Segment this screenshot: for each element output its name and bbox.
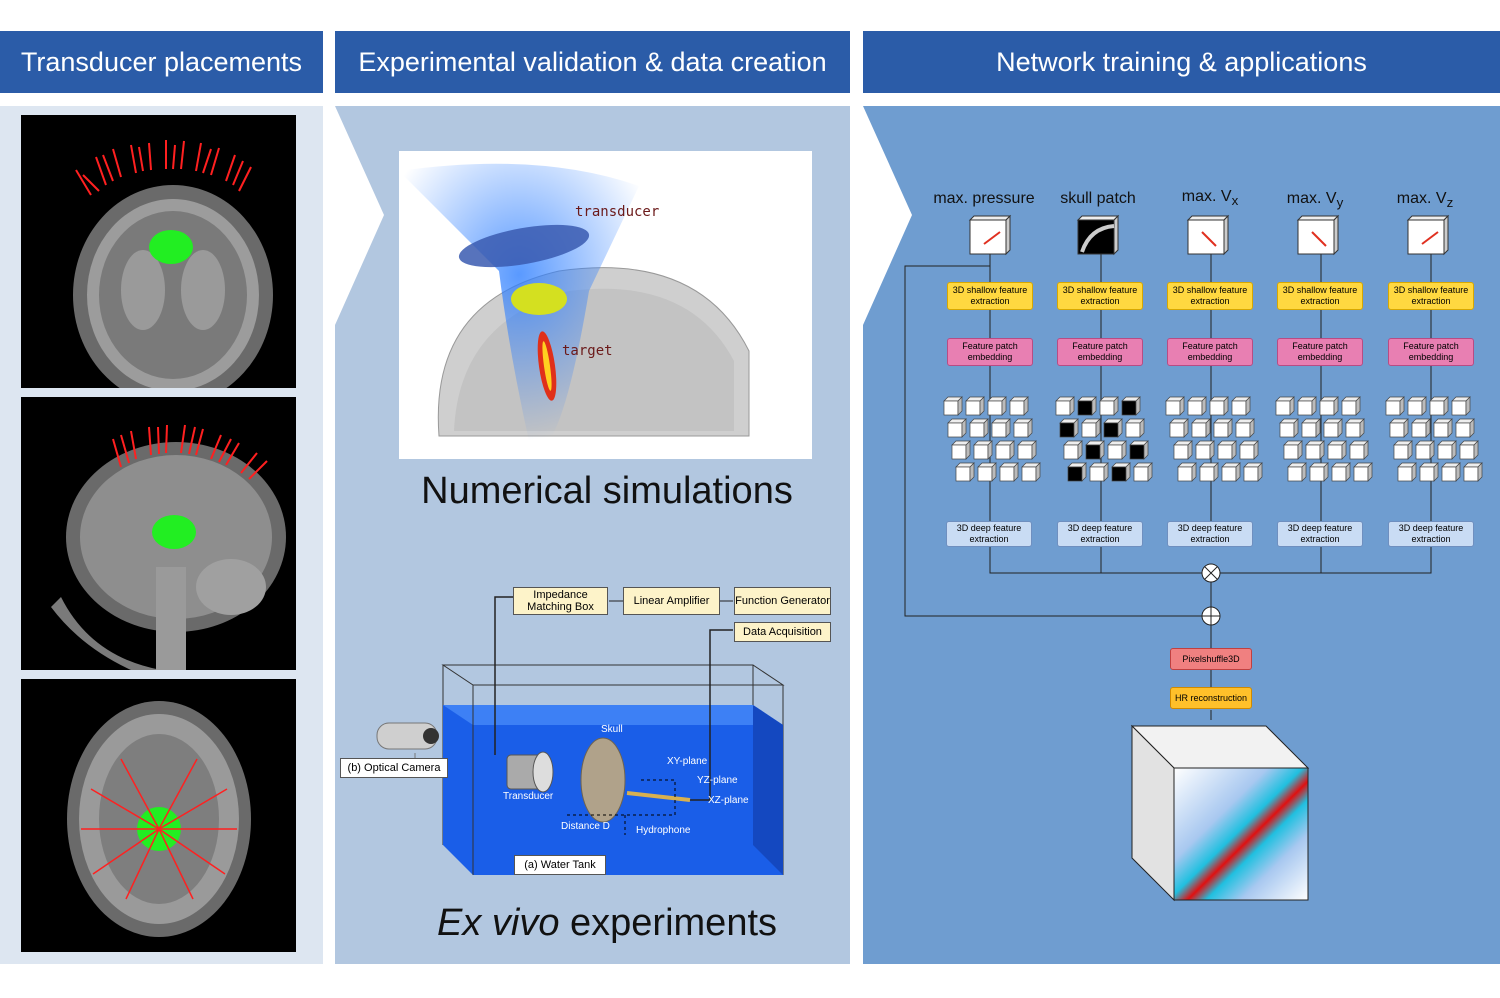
vy-sub: y [1336, 195, 1344, 211]
output-cube [1130, 724, 1310, 902]
mri-coronal [21, 115, 296, 388]
cube-vy [1296, 214, 1340, 256]
numerical-simulations-caption: Numerical simulations [421, 470, 793, 512]
distance-label: Distance D [561, 821, 610, 832]
patch-embedding-3: Feature patch embedding [1277, 338, 1363, 366]
shallow-feature-1: 3D shallow feature extraction [1057, 282, 1143, 310]
col-header-max-pressure: max. pressure [933, 190, 1035, 207]
skull-label: Skull [601, 724, 623, 735]
optical-camera-label: (b) Optical Camera [340, 758, 448, 778]
mri-axial [21, 679, 296, 952]
header-experimental-validation: Experimental validation & data creation [335, 31, 850, 93]
shallow-feature-3: 3D shallow feature extraction [1277, 282, 1363, 310]
yz-plane-label: YZ-plane [697, 775, 738, 786]
deep-feature-3: 3D deep feature extraction [1277, 521, 1363, 547]
cube-vx [1186, 214, 1230, 256]
col-header-max-vy: max. Vy [1260, 190, 1370, 210]
shallow-feature-4: 3D shallow feature extraction [1388, 282, 1474, 310]
patch-grid-3 [1276, 397, 1372, 481]
hr-reconstruction-box: HR reconstruction [1170, 687, 1252, 709]
data-acquisition-box: Data Acquisition [734, 622, 831, 642]
network-lines-lower [1210, 640, 1212, 720]
deep-feature-0: 3D deep feature extraction [946, 521, 1032, 547]
cube-vz [1406, 214, 1450, 256]
cube-pressure [968, 214, 1012, 256]
pixelshuffle-box: Pixelshuffle3D [1170, 648, 1252, 670]
mri-sagittal [21, 397, 296, 670]
deep-feature-1: 3D deep feature extraction [1057, 521, 1143, 547]
xz-plane-label: XZ-plane [708, 795, 749, 806]
patch-embedding-1: Feature patch embedding [1057, 338, 1143, 366]
patch-grid-4 [1386, 397, 1482, 481]
ex-vivo-caption: Ex vivo experiments [347, 902, 867, 945]
ex-vivo-italic: Ex vivo [436, 902, 560, 944]
transducer-label: transducer [575, 204, 660, 220]
vz-title: max. V [1396, 190, 1447, 207]
cube-skull [1076, 214, 1120, 256]
header-transducer-placements: Transducer placements [0, 31, 323, 93]
patch-grid-0 [944, 397, 1040, 481]
patch-grids [940, 395, 1500, 495]
patch-embedding-4: Feature patch embedding [1388, 338, 1474, 366]
experiment-setup [376, 596, 785, 875]
header-network-training: Network training & applications [863, 31, 1500, 93]
vx-title: max. V [1181, 188, 1232, 205]
hydrophone-label: Hydrophone [636, 825, 691, 836]
impedance-matching-box: Impedance Matching Box [513, 587, 608, 615]
col-header-skull-patch: skull patch [1060, 190, 1136, 207]
patch-embedding-2: Feature patch embedding [1167, 338, 1253, 366]
shallow-feature-2: 3D shallow feature extraction [1167, 282, 1253, 310]
col-header-max-vz: max. Vz [1370, 190, 1480, 210]
target-label: target [562, 343, 613, 359]
vy-title: max. V [1286, 190, 1337, 207]
deep-feature-4: 3D deep feature extraction [1388, 521, 1474, 547]
shallow-feature-0: 3D shallow feature extraction [947, 282, 1033, 310]
col-header-max-vx: max. Vx [1155, 188, 1265, 208]
vz-sub: z [1446, 195, 1454, 211]
linear-amplifier-box: Linear Amplifier [623, 587, 720, 615]
transducer-tank-label: Transducer [503, 791, 554, 802]
simulation-image: transducer target [399, 151, 812, 459]
patch-grid-2 [1166, 397, 1262, 481]
water-tank-label: (a) Water Tank [514, 855, 606, 875]
deep-feature-2: 3D deep feature extraction [1167, 521, 1253, 547]
xy-plane-label: XY-plane [667, 756, 708, 767]
patch-grid-1 [1056, 397, 1152, 481]
ex-vivo-rest: experiments [559, 902, 778, 944]
vx-sub: x [1231, 193, 1239, 209]
patch-embedding-0: Feature patch embedding [947, 338, 1033, 366]
input-cubes [968, 214, 1450, 256]
function-generator-box: Function Generator [734, 587, 831, 615]
